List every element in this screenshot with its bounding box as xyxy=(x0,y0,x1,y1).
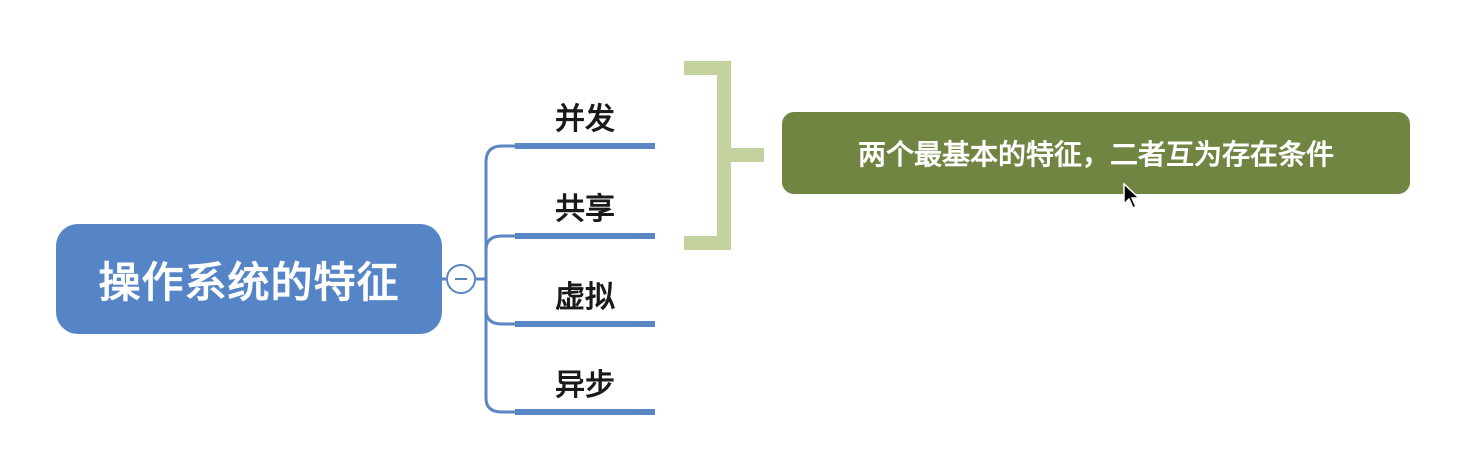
branch-connector-4 xyxy=(484,279,515,414)
mouse-pointer-icon xyxy=(1123,182,1141,210)
collapse-toggle-button[interactable] xyxy=(446,264,476,294)
branch-connector-3 xyxy=(484,279,515,326)
summary-topic[interactable]: 两个最基本的特征，二者互为存在条件 xyxy=(782,112,1410,194)
branch-topic-2[interactable]: 共享 xyxy=(555,192,615,227)
root-topic[interactable]: 操作系统的特征 xyxy=(56,224,442,334)
summary-bracket xyxy=(684,61,764,250)
branch-topic-1[interactable]: 并发 xyxy=(555,102,615,137)
summary-topic-label: 两个最基本的特征，二者互为存在条件 xyxy=(857,138,1334,171)
minus-circle-icon xyxy=(455,278,467,280)
branch-topic-4[interactable]: 异步 xyxy=(555,368,615,403)
branch-connector-2 xyxy=(484,234,515,279)
root-topic-label: 操作系统的特征 xyxy=(98,257,400,307)
branch-topic-3[interactable]: 虚拟 xyxy=(555,280,615,315)
branch-connector-1 xyxy=(476,144,515,281)
